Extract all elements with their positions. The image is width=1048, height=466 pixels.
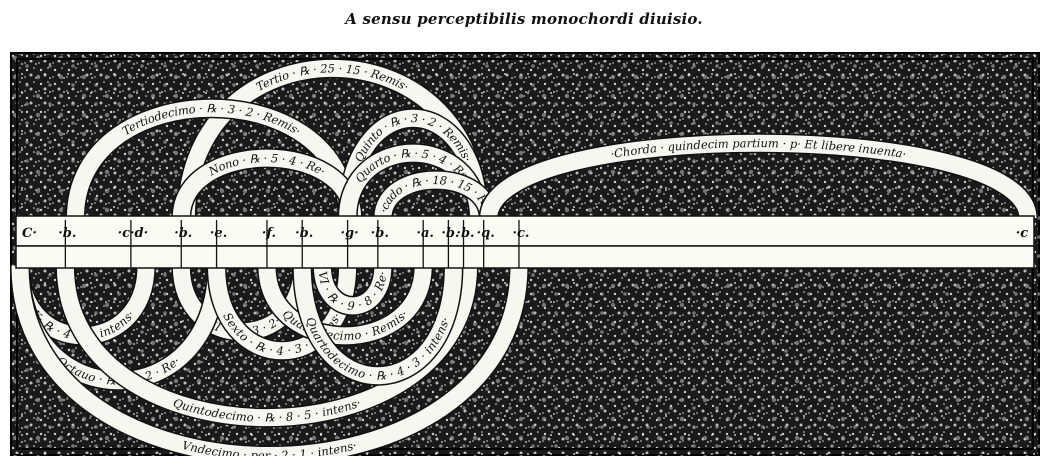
upper-arc-band: [480, 134, 1037, 220]
diagram-title: A sensu perceptibilis monochordi diuisio…: [345, 10, 703, 28]
upper-arc-band: [66, 99, 357, 219]
note-label: C·: [22, 226, 37, 241]
note-label: ·c: [1016, 226, 1029, 241]
note-label: ·q.: [477, 226, 495, 241]
note-label: ·b.: [371, 226, 389, 241]
note-label: ·b.: [456, 226, 474, 241]
lower-arcs: X· ℞ · 4 · 3 · intens·VII · Po· 3 · 2·Oc…: [10, 265, 529, 466]
lower-arc-band: [11, 265, 528, 465]
monochord-string: [15, 215, 1035, 247]
note-label: ·b.: [174, 226, 192, 241]
note-label: ·b.: [295, 226, 313, 241]
note-label: ·c.: [512, 226, 529, 241]
note-label: ·g·: [341, 226, 359, 241]
note-label: ·c·d·: [118, 226, 149, 241]
lower-arc-band: [313, 265, 392, 315]
note-label: ·f.: [262, 226, 276, 241]
lower-arc-band: [293, 265, 462, 385]
note-divisions: C··b.·c·d··b.·e.·f.·b.·g··b.·a.·b.·b.·q.…: [22, 220, 1028, 268]
monochord-diagram: Tertio · ℞ · 25 · 15 · Remis·Tertiodecim…: [8, 50, 1042, 466]
lower-arc-band: [258, 265, 432, 345]
monochord-lower-band: [15, 245, 1035, 269]
note-label: ·e.: [210, 226, 227, 241]
woodcut-plate: Tertio · ℞ · 25 · 15 · Remis·Tertiodecim…: [8, 50, 1042, 466]
note-label: ·b.: [441, 226, 459, 241]
note-label: ·b.: [58, 226, 76, 241]
note-label: ·a.: [416, 226, 433, 241]
